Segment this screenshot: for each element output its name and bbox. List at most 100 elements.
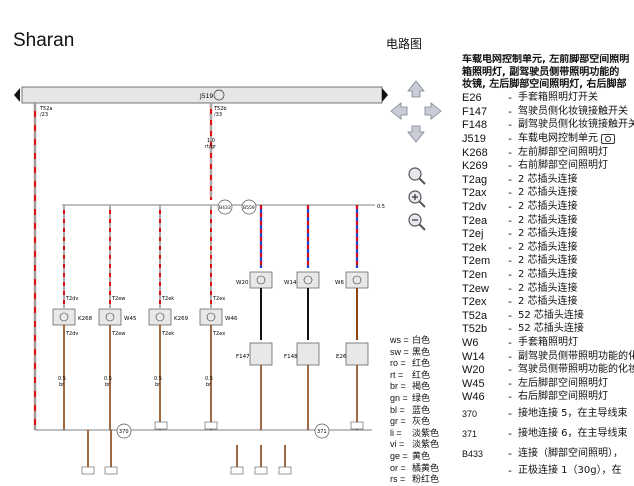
legend-item[interactable]: K268-左前脚部空间照明灯: [462, 146, 634, 160]
wire-color-entry: ge =黄色: [390, 451, 439, 463]
legend-item-dash: -: [508, 92, 512, 105]
wire-color-entry: rs = 粉红色: [390, 474, 439, 486]
legend-item[interactable]: 370-接地连接 5，在主导线束: [462, 404, 634, 424]
pan-up-icon[interactable]: [405, 78, 427, 100]
legend-item[interactable]: T2ew-2 芯插头连接: [462, 282, 634, 296]
zoom-out-icon[interactable]: [406, 211, 428, 233]
legend-item-description: 2 芯插头连接: [518, 241, 578, 253]
wire-color-entry: ws =白色: [390, 335, 439, 347]
svg-text:371: 371: [317, 429, 327, 435]
legend-item-description: 52 芯插头连接: [518, 309, 584, 321]
legend-item[interactable]: T2ag-2 芯插头连接: [462, 173, 634, 187]
legend-item[interactable]: T52b-52 芯插头连接: [462, 323, 634, 337]
zoom-fit-icon[interactable]: [406, 165, 428, 187]
legend-item-dash: -: [508, 214, 512, 227]
legend-item-dash: -: [508, 105, 512, 118]
camera-icon[interactable]: [601, 134, 615, 145]
legend-item-dash: -: [508, 336, 512, 349]
legend-item-dash: -: [508, 350, 512, 363]
legend-item[interactable]: W14-副驾驶员侧带照明功能的化: [462, 350, 634, 364]
legend-item-code: B433: [462, 449, 484, 460]
legend-item[interactable]: T2ej-2 芯插头连接: [462, 227, 634, 241]
control-unit-label: J519: [199, 93, 213, 100]
legend-item[interactable]: T2dv-2 芯插头连接: [462, 200, 634, 214]
legend-item[interactable]: E26-手套箱照明灯开关: [462, 92, 634, 106]
svg-text:0.5: 0.5: [104, 376, 112, 382]
wire-color-code: bl =: [390, 404, 405, 415]
legend-item[interactable]: T2ax-2 芯插头连接: [462, 187, 634, 201]
legend-item-dash: -: [508, 323, 512, 336]
legend-item[interactable]: F147-驾驶员侧化妆镜接触开关: [462, 105, 634, 119]
legend-item[interactable]: T52a-52 芯插头连接: [462, 309, 634, 323]
legend-item-dash: -: [508, 428, 512, 441]
legend-item-dash: -: [508, 228, 512, 241]
junction-b559[interactable]: [241, 199, 257, 215]
legend-item[interactable]: T2ek-2 芯插头连接: [462, 241, 634, 255]
wire-color-entry: gr =灰色: [390, 416, 439, 428]
component-column-w20-f147: W20 F147: [236, 205, 273, 430]
legend-item[interactable]: T2ea-2 芯插头连接: [462, 214, 634, 228]
legend-item-description: 手套箱照明灯: [518, 336, 578, 348]
legend-item-code: T2en: [462, 269, 488, 282]
ground-point-370[interactable]: [116, 423, 132, 439]
legend-item[interactable]: F148-副驾驶员侧化妆镜接触开关: [462, 119, 634, 133]
wire-color-name: 白色: [412, 336, 431, 346]
wire-color-entry: bl =蓝色: [390, 405, 439, 417]
legend-item-description: 2 芯插头连接: [518, 173, 578, 185]
wire-color-code: ge =: [390, 450, 408, 461]
pan-left-icon[interactable]: [388, 100, 410, 122]
legend-item[interactable]: K269-右前脚部空间照明灯: [462, 159, 634, 173]
legend-item[interactable]: J519-车载电网控制单元: [462, 132, 634, 146]
legend-item-code: K268: [462, 146, 488, 159]
component-column-w45: W45 T2ew T2ew 0.5 br: [98, 205, 137, 430]
legend-item[interactable]: B433-连接（脚部空间照明），: [462, 444, 634, 464]
legend-item-code: 371: [462, 429, 478, 440]
legend-item-dash: -: [508, 173, 512, 186]
legend-item-description: 2 芯插头连接: [518, 296, 578, 308]
legend-item[interactable]: T2ex -2 芯插头连接: [462, 295, 634, 309]
legend-item-dash: -: [508, 391, 512, 404]
legend-item-description: 2 芯插头连接: [518, 214, 578, 226]
ground-point-371[interactable]: [314, 423, 330, 439]
legend-item[interactable]: T2en-2 芯插头连接: [462, 268, 634, 282]
junction-b433[interactable]: [217, 199, 233, 215]
legend-item[interactable]: 371 -接地连接 6，在主导线束: [462, 424, 634, 444]
legend-item[interactable]: T2em-2 芯插头连接: [462, 255, 634, 269]
scroll-left-arrow-icon[interactable]: [14, 88, 20, 102]
legend-title-line: 妆镜, 左后脚部空间照明灯, 右后脚部: [462, 79, 627, 90]
wire-color-name: 红色: [412, 370, 431, 381]
legend-item-description: 2 芯插头连接: [518, 255, 578, 267]
zoom-in-icon[interactable]: [406, 188, 428, 210]
wire-color-entry: ro =红色: [390, 358, 439, 370]
wire-color-name: 粉红色: [412, 475, 440, 486]
legend-item-description: 接地连接 6，在主导线束: [518, 428, 628, 440]
svg-text:F147: F147: [236, 354, 250, 360]
legend-item-dash: -: [508, 282, 512, 295]
legend-item-code: F148: [462, 119, 488, 132]
scroll-right-arrow-icon[interactable]: [382, 88, 388, 102]
legend-item[interactable]: W6-手套箱照明灯: [462, 336, 634, 350]
pan-right-icon[interactable]: [422, 100, 444, 122]
wire-color-code: rs =: [390, 474, 406, 485]
legend-item[interactable]: W20-驾驶员侧带照明功能的化妆: [462, 363, 634, 377]
legend-item-description: 连接（脚部空间照明），: [518, 448, 623, 460]
legend-item-description: 2 芯插头连接: [518, 228, 578, 240]
legend-item[interactable]: W46-右后脚部空间照明灯: [462, 391, 634, 405]
svg-text:B559: B559: [243, 205, 255, 211]
svg-text:T2ek: T2ek: [161, 296, 174, 302]
legend-item-code: T2ex: [462, 296, 487, 309]
page-title: 电路图: [386, 37, 423, 51]
legend-item[interactable]: W45-左后脚部空间照明灯: [462, 377, 634, 391]
legend-title: 车载电网控制单元, 左前脚部空间照明箱照明灯, 副驾驶员侧带照明功能的妆镜, 左…: [462, 54, 634, 92]
legend-item-code: W45: [462, 377, 485, 390]
svg-text:br: br: [59, 382, 65, 388]
wire-color-name: 淡紫色: [412, 440, 440, 451]
legend-item-description: 副驾驶员侧带照明功能的化: [518, 350, 634, 362]
legend-item-description: 左后脚部空间照明灯: [518, 377, 608, 389]
svg-text:/23: /23: [40, 112, 48, 118]
legend-item-description: 2 芯插头连接: [518, 282, 578, 294]
legend-item[interactable]: -正极连接 1（30g），在: [462, 464, 634, 478]
legend-item-dash: -: [508, 296, 512, 309]
pan-down-icon[interactable]: [405, 123, 427, 145]
